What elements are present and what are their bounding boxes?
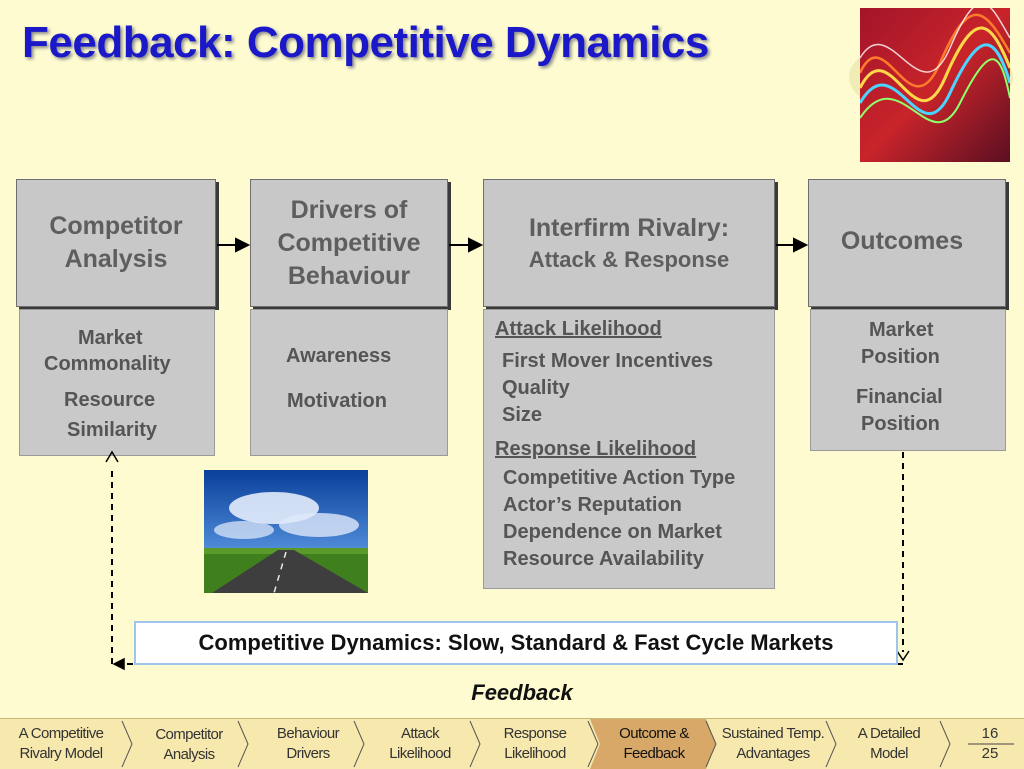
feedback-label: Feedback xyxy=(471,680,573,705)
competitor-analysis-line1: Competitor xyxy=(49,212,183,240)
feedback-up-head xyxy=(105,450,119,463)
total-pages: 25 xyxy=(981,745,999,762)
nav-sustained-temp-advantages[interactable]: Sustained Temp. Advantages xyxy=(714,719,832,769)
attack-response-subtitle: Attack & Response xyxy=(528,246,730,272)
nav-tab-line1: Sustained Temp. xyxy=(721,725,825,742)
outcomes-body: Market Position Financial Position xyxy=(810,309,1006,451)
outcomes-header: Outcomes xyxy=(808,179,1006,307)
feedback-down-head xyxy=(896,650,910,662)
road-photo xyxy=(204,470,368,593)
nav-detailed-model[interactable]: A Detailed Model xyxy=(834,719,944,769)
financial-position-line2: Position xyxy=(861,413,940,435)
arrow-3-head xyxy=(793,237,809,253)
first-mover-incentives-item: First Mover Incentives xyxy=(502,350,714,372)
nav-competitor-analysis[interactable]: Competitor Analysis xyxy=(130,719,248,769)
drivers-line2: Competitive xyxy=(277,228,421,257)
nav-tab-line1: A Detailed xyxy=(857,725,921,742)
drivers-line3: Behaviour xyxy=(287,261,411,290)
awareness-item: Awareness xyxy=(286,345,392,367)
bottom-nav-bar: A Competitive Rivalry Model Competitor A… xyxy=(0,718,1024,769)
resource-similarity-line2: Similarity xyxy=(67,419,158,441)
outcomes-title: Outcomes xyxy=(840,227,964,255)
interfirm-rivalry-title: Interfirm Rivalry: xyxy=(528,213,730,242)
nav-behaviour-drivers[interactable]: Behaviour Drivers xyxy=(252,719,364,769)
interfirm-rivalry-header: Interfirm Rivalry: Attack & Response xyxy=(483,179,775,307)
dependence-on-market-item: Dependence on Market xyxy=(503,521,722,543)
drivers-line1: Drivers of xyxy=(290,195,408,224)
attack-likelihood-label: Attack Likelihood xyxy=(495,318,662,340)
resource-availability-item: Resource Availability xyxy=(503,548,704,570)
nav-tab-line2: Feedback xyxy=(623,745,685,762)
nav-tab-line2: Likelihood xyxy=(504,745,566,762)
nav-tab-line2: Rivalry Model xyxy=(19,745,103,762)
quality-item: Quality xyxy=(502,377,570,399)
market-position-line2: Position xyxy=(861,346,940,368)
page-counter: 16 25 xyxy=(966,725,1014,762)
financial-position-line1: Financial xyxy=(856,386,943,408)
nav-tab-line2: Advantages xyxy=(736,745,810,762)
drivers-header: Drivers of Competitive Behaviour xyxy=(250,179,448,307)
nav-tab-line2: Analysis xyxy=(163,746,215,763)
nav-tab-line2: Model xyxy=(870,745,908,762)
actors-reputation-item: Actor’s Reputation xyxy=(503,494,682,516)
nav-tab-line1: A Competitive xyxy=(18,725,104,742)
nav-response-likelihood[interactable]: Response Likelihood xyxy=(480,719,590,769)
drivers-body: Awareness Motivation xyxy=(250,309,448,456)
nav-tab-line1: Behaviour xyxy=(276,725,340,742)
nav-attack-likelihood[interactable]: Attack Likelihood xyxy=(366,719,474,769)
market-commonality-line1: Market xyxy=(78,327,143,349)
competitor-analysis-header: Competitor Analysis xyxy=(16,179,216,307)
nav-chevrons xyxy=(121,719,1014,769)
competitive-action-type-item: Competitive Action Type xyxy=(503,467,736,489)
nav-tab-line2: Likelihood xyxy=(389,745,451,762)
market-cycles-banner: Competitive Dynamics: Slow, Standard & F… xyxy=(134,621,898,665)
nav-tab-line1: Attack xyxy=(400,725,440,742)
nav-tab-line1: Response xyxy=(503,725,567,742)
interfirm-rivalry-body: Attack Likelihood First Mover Incentives… xyxy=(483,309,775,589)
motivation-item: Motivation xyxy=(287,390,387,412)
current-page: 16 xyxy=(981,725,999,742)
resource-similarity-line1: Resource xyxy=(64,389,156,411)
active-tab-background xyxy=(590,719,716,769)
market-commonality-line2: Commonality xyxy=(44,353,171,375)
competitor-analysis-body: Market Commonality Resource Similarity xyxy=(19,309,215,456)
wave-image xyxy=(860,8,1010,162)
nav-competitive-rivalry-model[interactable]: A Competitive Rivalry Model xyxy=(2,719,120,769)
feedback-left-head xyxy=(112,657,125,671)
response-likelihood-label: Response Likelihood xyxy=(495,438,697,460)
nav-tab-line1: Outcome & xyxy=(619,725,689,742)
size-item: Size xyxy=(502,404,543,426)
arrow-2-head xyxy=(468,237,484,253)
arrow-1-head xyxy=(235,237,251,253)
slide-title: Feedback: Competitive Dynamics xyxy=(22,18,709,67)
nav-tab-line2: Drivers xyxy=(286,745,330,762)
nav-outcome-feedback-active[interactable]: Outcome & Feedback xyxy=(598,719,710,769)
nav-tab-line1: Competitor xyxy=(155,726,223,743)
competitor-analysis-line2: Analysis xyxy=(64,245,168,273)
market-position-line1: Market xyxy=(869,319,934,341)
